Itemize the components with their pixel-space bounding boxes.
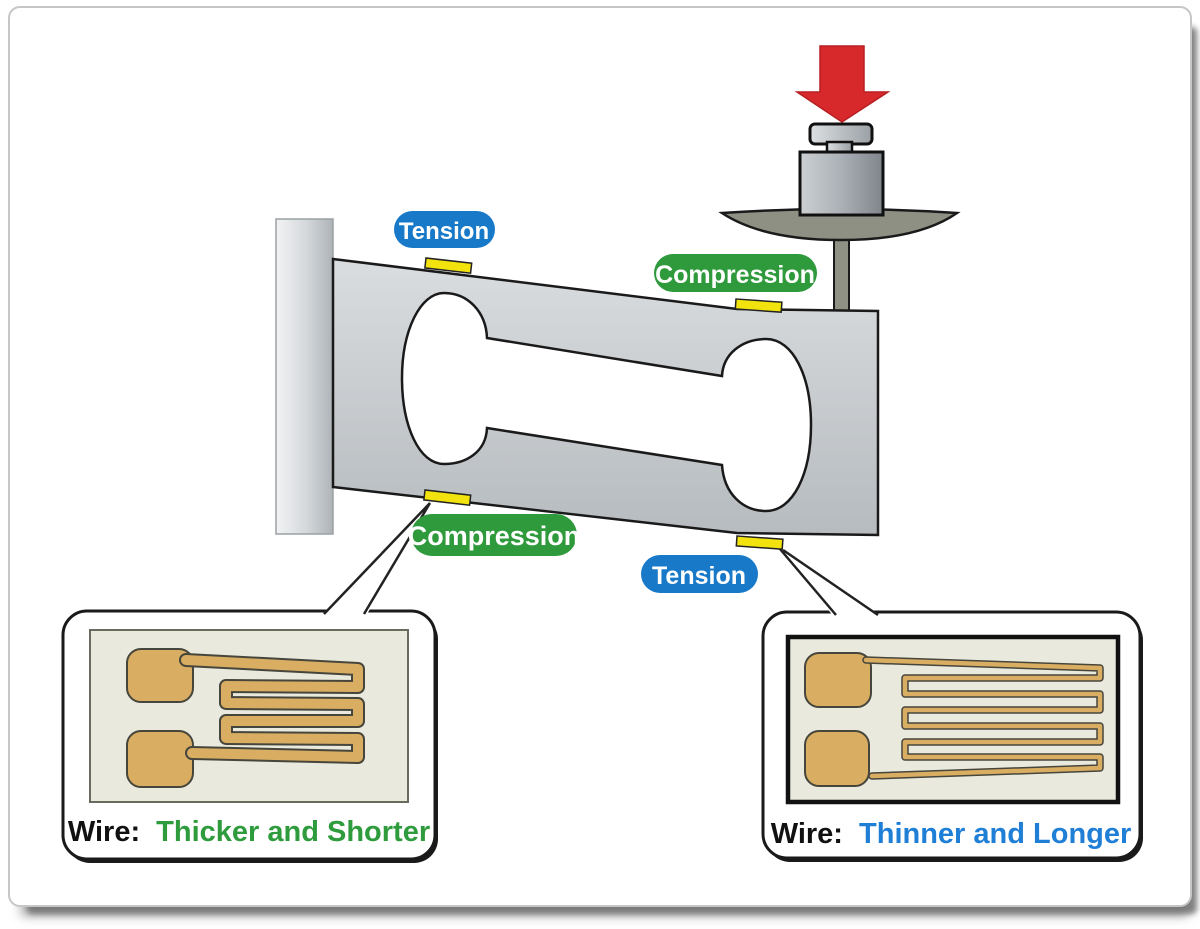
solder-pad xyxy=(804,730,870,787)
inset-right-callout: Wire: Thinner and Longer xyxy=(761,610,1143,862)
strain-gauge-bottom-left xyxy=(423,489,472,506)
solder-pad xyxy=(804,652,872,708)
compression-label-bottom: Compression xyxy=(408,521,581,551)
wire-prefix: Wire: xyxy=(771,818,843,850)
solder-pad xyxy=(126,730,194,788)
tension-pill-bottom xyxy=(641,555,758,593)
wall-mount-plate xyxy=(275,218,334,535)
solder-pad xyxy=(126,648,194,703)
wire-desc-thinner-longer: Thinner and Longer xyxy=(859,818,1131,850)
tension-label-bottom: Tension xyxy=(652,562,746,590)
gauge-foil-thin xyxy=(804,652,1104,787)
strain-gauge-bottom-right xyxy=(735,535,784,550)
wire-thick-short xyxy=(181,655,363,762)
force-label-pills: Tension Compression Compression Tension xyxy=(394,211,817,593)
pointer-lines-right xyxy=(779,548,879,617)
inset-left-callout: Wire: Thicker and Shorter xyxy=(61,609,438,863)
wire-label-left: Wire: Thicker and Shorter xyxy=(68,816,430,848)
strain-gauge-top-right xyxy=(734,298,783,313)
compression-label-top: Compression xyxy=(655,261,815,289)
weight-body xyxy=(798,150,885,217)
load-cell-beam xyxy=(331,257,880,537)
strain-gauges xyxy=(423,257,784,550)
compression-pill-bottom xyxy=(411,514,577,556)
tension-pill-top xyxy=(394,211,495,248)
wire-desc-thicker-shorter: Thicker and Shorter xyxy=(156,816,430,848)
calibration-weight xyxy=(798,122,885,217)
tension-label-top: Tension xyxy=(399,218,489,245)
compression-pill-top xyxy=(654,254,817,292)
pointer-lines-left xyxy=(323,502,432,615)
wire-label-right: Wire: Thinner and Longer xyxy=(771,818,1132,850)
wire-thin-long xyxy=(863,657,1103,779)
force-arrow-icon xyxy=(794,45,891,123)
callout-pointers xyxy=(322,502,880,617)
wire-prefix: Wire: xyxy=(68,816,140,848)
strain-gauge-top-left xyxy=(424,257,473,274)
gauge-foil-thick xyxy=(126,648,365,788)
